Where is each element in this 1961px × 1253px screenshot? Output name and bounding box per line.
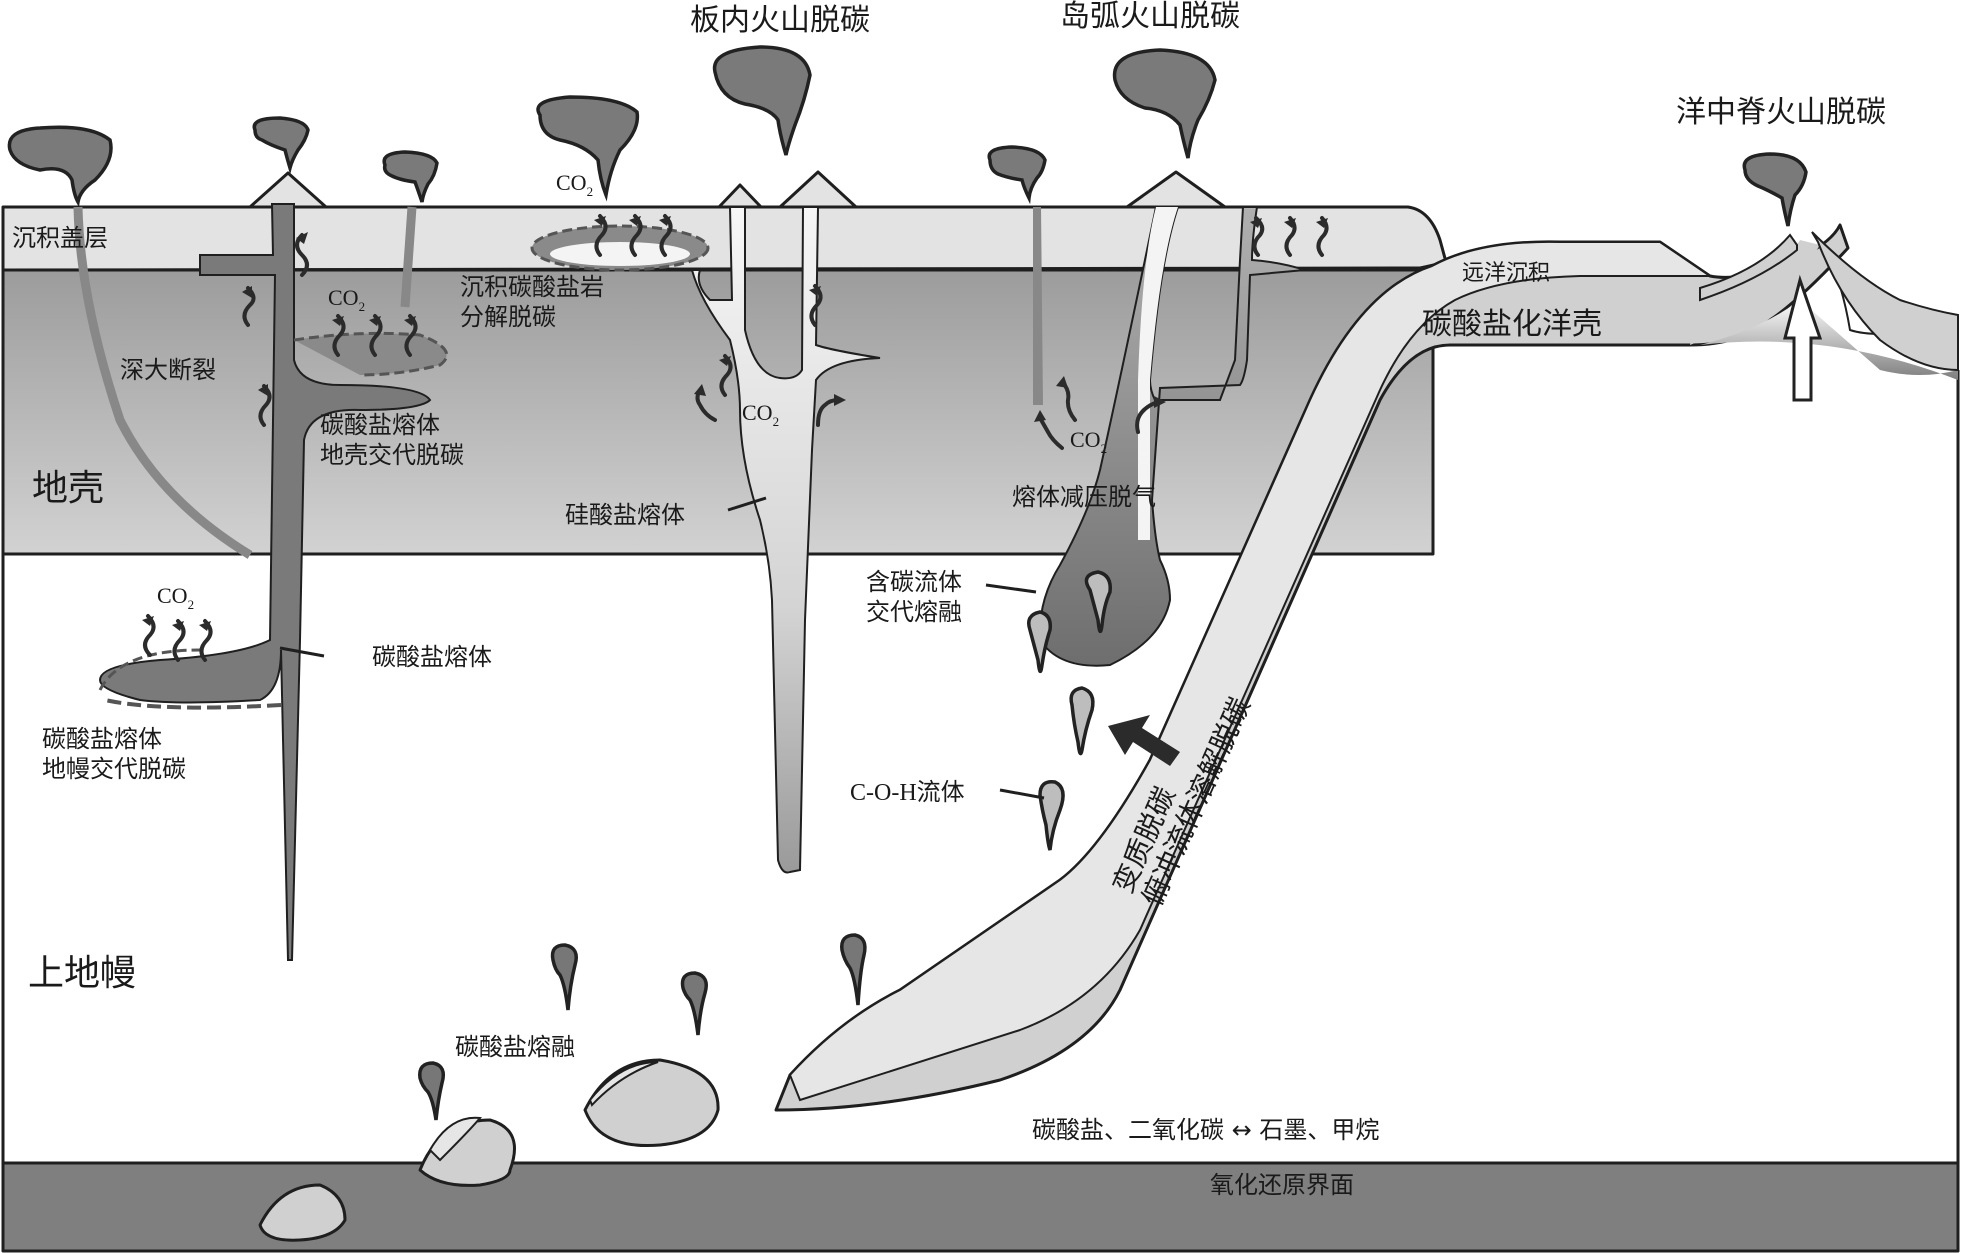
svg-text:CO2: CO2 [742, 400, 779, 429]
slab-fluid-arrow-icon [1108, 715, 1180, 766]
wavy-arrow-icon [1284, 216, 1297, 257]
fluid-droplets [418, 570, 1112, 1121]
crust-label: 地壳 [32, 468, 104, 509]
deep-fault-label: 深大断裂 [120, 356, 216, 384]
eruption-plumes [7, 45, 1808, 227]
mantle-frame [1, 370, 1960, 1163]
mid-ocean-ridge [1690, 231, 1959, 402]
svg-text:CO2: CO2 [328, 285, 365, 314]
mid-ocean-ridge-title: 洋中脊火山脱碳 [1676, 95, 1886, 130]
mantle-metasomatism-label-2: 地幔交代脱碳 [42, 755, 186, 783]
redox-interface-label: 氧化还原界面 [1210, 1171, 1354, 1199]
wavy-arrow-icon [809, 284, 823, 327]
upper-mantle-label: 上地幔 [28, 953, 136, 994]
carbon-fluid-label-1: 含碳流体 [866, 568, 962, 596]
sedimentary-carbonate-ring [530, 224, 710, 272]
carbonate-melt-label: 碳酸盐熔体 [372, 643, 492, 671]
redox-reaction-label: 碳酸盐、二氧化碳 ↔ 石墨、甲烷 [1032, 1116, 1379, 1144]
sed-carbonate-label-1: 沉积碳酸盐岩 [460, 273, 604, 301]
wavy-arrow-icon [199, 619, 213, 662]
co2-label: CO2 [157, 583, 194, 612]
wavy-arrow-icon [142, 614, 156, 657]
wavy-arrow-icon [172, 619, 186, 662]
wavy-arrow-icon [629, 214, 643, 257]
co2-label: CO2 [1070, 427, 1107, 456]
svg-text:CO2: CO2 [157, 583, 194, 612]
crust-metasomatism-label-1: 碳酸盐熔体 [320, 411, 440, 439]
carbonate-melting-blobs [258, 1058, 720, 1242]
intraplate-title: 板内火山脱碳 [690, 3, 870, 38]
wavy-arrow-icon [1034, 410, 1064, 450]
sediment-cover-label: 沉积盖层 [12, 224, 108, 252]
svg-text:CO2: CO2 [1070, 427, 1107, 456]
mantle-metasomatism-label-1: 碳酸盐熔体 [42, 725, 162, 753]
co2-label: CO2 [328, 285, 365, 314]
wavy-arrow-icon [295, 232, 309, 277]
co2-label: CO2 [556, 170, 593, 199]
wavy-arrow-icon [369, 314, 383, 357]
upwelling-arrow-icon [1783, 274, 1823, 402]
co2-label: CO2 [742, 400, 779, 429]
silicate-melt-body [690, 206, 881, 874]
wavy-arrow-icon [242, 286, 256, 327]
carbonated-oceanic-crust-label: 碳酸盐化洋壳 [1422, 307, 1602, 342]
svg-text:CO2: CO2 [556, 170, 593, 199]
coh-fluid-label: C-O-H流体 [850, 779, 965, 806]
co2-degassing-arrows [142, 214, 1329, 662]
silicate-melt-label: 硅酸盐熔体 [565, 501, 685, 529]
carbonate-melting-label: 碳酸盐熔融 [455, 1033, 575, 1061]
carbon-fluid-label-2: 交代熔融 [866, 598, 962, 626]
pelagic-sediment-label: 远洋沉积 [1462, 261, 1550, 286]
wavy-arrow-icon [258, 384, 272, 427]
wavy-arrow-icon [594, 214, 608, 257]
island-arc-title: 岛弧火山脱碳 [1060, 0, 1240, 34]
wavy-arrow-icon [1135, 396, 1166, 434]
wavy-arrow-icon [719, 354, 733, 397]
wavy-arrow-icon [332, 314, 346, 357]
wavy-arrow-icon [694, 384, 717, 422]
melt-decompression-label: 熔体减压脱气 [1012, 483, 1156, 511]
leader-lines [279, 496, 1045, 800]
sed-carbonate-label-2: 分解脱碳 [460, 303, 556, 331]
wavy-arrow-icon [404, 314, 418, 357]
wavy-arrow-icon [1056, 376, 1077, 422]
crust-metasomatism-label-2: 地壳交代脱碳 [320, 441, 464, 469]
wavy-arrow-icon [1316, 216, 1329, 257]
wavy-arrow-icon [659, 214, 673, 257]
wavy-arrow-icon [816, 394, 846, 427]
deep-fault [73, 206, 253, 559]
wavy-arrow-icon [1250, 216, 1265, 257]
